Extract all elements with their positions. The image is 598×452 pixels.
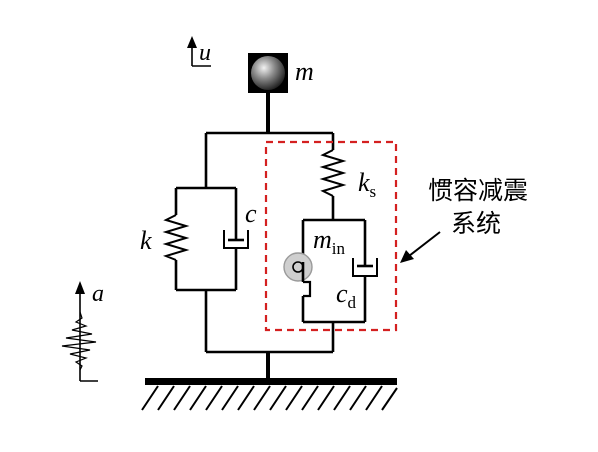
inerter-damping-subsystem <box>283 149 378 352</box>
inerter-disc <box>283 252 313 282</box>
inerter-mass-label: min <box>313 225 346 258</box>
inerter-damping-label: cd <box>336 279 357 312</box>
acceleration-label: a <box>92 281 104 307</box>
displacement-label: u <box>199 40 211 66</box>
inerter-stiffness-label: ks <box>358 168 376 201</box>
system-name-line2: 系统 <box>451 209 501 238</box>
displacement-arrow <box>187 36 211 67</box>
damping-label: c <box>245 199 257 228</box>
system-name-line1: 惯容减震 <box>428 176 528 205</box>
ground-hatching <box>141 385 398 411</box>
callout-arrow <box>400 231 441 263</box>
stiffness-label: k <box>140 226 152 255</box>
spring-k <box>162 214 190 261</box>
mass-block <box>248 53 288 93</box>
mass-label: m <box>295 57 314 86</box>
ground-slab <box>145 378 397 385</box>
inerter-system-boundary <box>264 140 398 332</box>
left-parallel-unit <box>162 186 249 292</box>
seismic-wave <box>61 311 97 371</box>
spring-ks <box>319 149 347 197</box>
